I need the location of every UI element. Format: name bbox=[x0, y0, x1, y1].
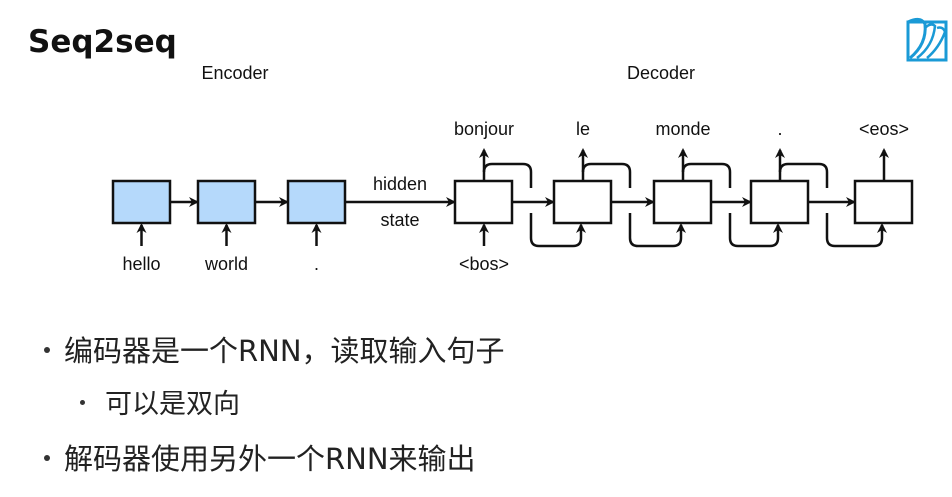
encoder-rnn-cell bbox=[196, 179, 257, 225]
bullet-dot-icon bbox=[80, 400, 85, 405]
encoder-label: Encoder bbox=[201, 63, 268, 83]
bullet-text: 编码器是一个RNN，读取输入句子 bbox=[64, 334, 505, 368]
feedback-path-top bbox=[681, 162, 732, 188]
decoder-rnn-cell bbox=[552, 179, 613, 225]
decoder-rnn-cell bbox=[652, 179, 713, 225]
hidden-state-label-line1: hidden bbox=[373, 174, 427, 194]
decoder-input-token: <bos> bbox=[459, 254, 509, 274]
bullet-item: 编码器是一个RNN，读取输入句子 bbox=[44, 328, 505, 370]
bullet-item-sub: 可以是双向 bbox=[80, 382, 240, 421]
encoder-input-token: hello bbox=[122, 254, 160, 274]
decoder-group: bonjour le monde. <eos> <bos> bbox=[345, 119, 914, 274]
decoder-output-token: . bbox=[777, 119, 782, 139]
decoder-output-token: monde bbox=[655, 119, 710, 139]
bullet-text: 解码器使用另外一个RNN来输出 bbox=[64, 442, 476, 476]
decoder-output-token: bonjour bbox=[454, 119, 514, 139]
slide-title: Seq2seq bbox=[28, 24, 177, 60]
decoder-rnn-cell bbox=[453, 179, 514, 225]
bullet-text: 可以是双向 bbox=[105, 389, 240, 420]
bullet-item: 解码器使用另外一个RNN来输出 bbox=[44, 436, 476, 478]
bullet-dot-icon bbox=[44, 455, 50, 461]
decoder-output-token: le bbox=[576, 119, 590, 139]
decoder-output-token: <eos> bbox=[859, 119, 909, 139]
feedback-path-bottom bbox=[628, 213, 686, 248]
feedback-path-bottom bbox=[825, 213, 887, 248]
bullet-dot-icon bbox=[44, 347, 50, 353]
feedback-path-bottom bbox=[529, 213, 586, 248]
seq2seq-diagram: Encoder Decoder hidden state hello world.… bbox=[111, 63, 914, 274]
feedback-path-bottom bbox=[728, 213, 783, 248]
decoder-rnn-cell bbox=[853, 179, 914, 225]
feedback-path-top bbox=[482, 162, 533, 188]
decoder-rnn-cell bbox=[749, 179, 810, 225]
hidden-state-label-line2: state bbox=[380, 210, 419, 230]
encoder-input-token: world bbox=[204, 254, 248, 274]
encoder-input-token: . bbox=[314, 254, 319, 274]
decoder-label: Decoder bbox=[627, 63, 695, 83]
encoder-group: hello world. bbox=[111, 179, 347, 274]
feedback-path-top bbox=[581, 162, 632, 188]
feedback-path-top bbox=[778, 162, 829, 188]
encoder-rnn-cell bbox=[286, 179, 347, 225]
book-logo-icon bbox=[906, 17, 948, 62]
encoder-rnn-cell bbox=[111, 179, 172, 225]
